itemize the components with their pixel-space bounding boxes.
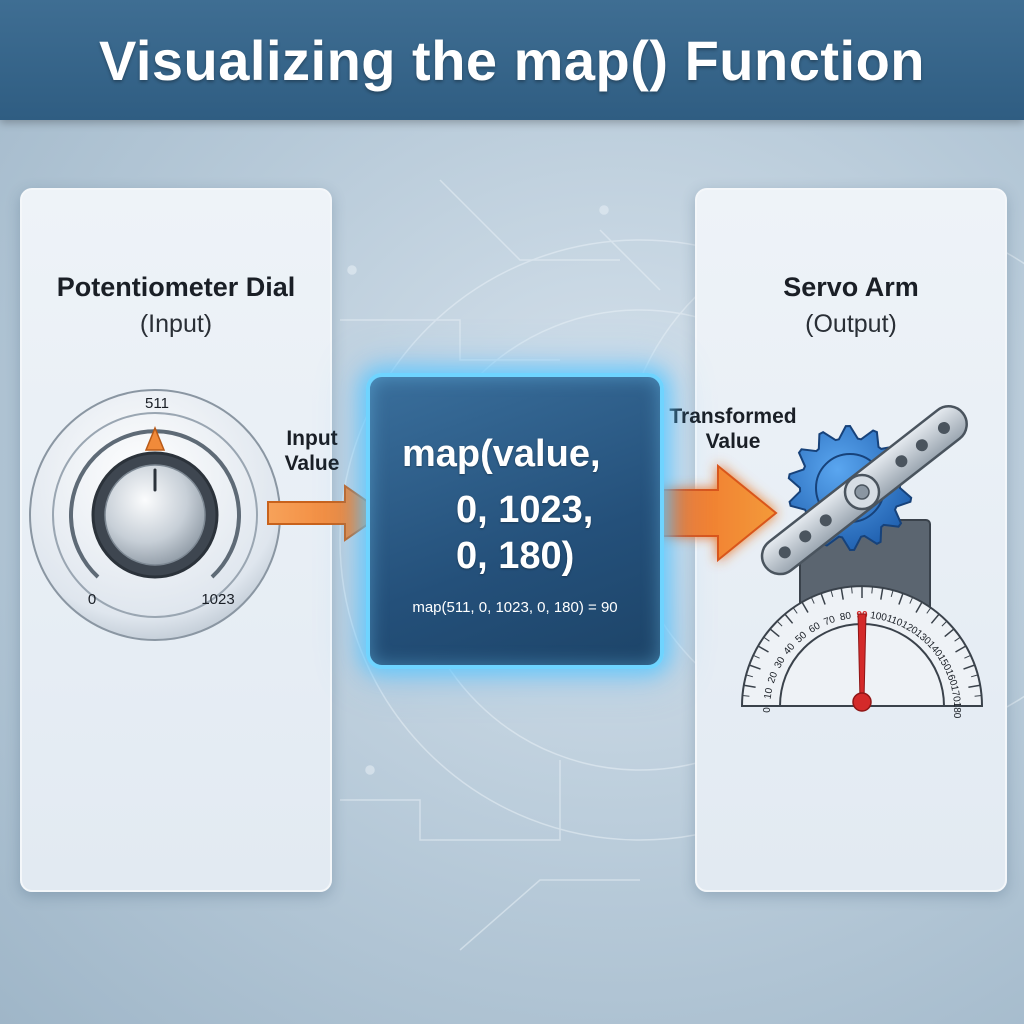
transformed-value-label-line1: Transformed (669, 405, 797, 428)
transformed-value-label-line2: Value (705, 430, 761, 453)
input-value-label-line2: Value (284, 452, 340, 475)
output-panel-title: Servo Arm (783, 272, 919, 302)
input-panel: Potentiometer Dial (Input) (20, 188, 332, 892)
map-example-result: map(511, 0, 1023, 0, 180) = 90 (412, 599, 618, 616)
output-panel: Servo Arm (Output) (695, 188, 1007, 892)
map-code-line1: map(value, (402, 433, 601, 475)
map-function-box: map(value, 0, 1023, 0, 180) map(511, 0, … (366, 373, 664, 669)
transformed-value-label: Transformed Value (648, 404, 818, 454)
title-bar: Visualizing the map() Function (0, 0, 1024, 120)
input-panel-title: Potentiometer Dial (56, 272, 296, 302)
page-title: Visualizing the map() Function (99, 28, 925, 92)
output-panel-subtitle: (Output) (805, 310, 897, 338)
input-value-label-line1: Input (286, 427, 338, 450)
map-code-line2: 0, 1023, (456, 489, 594, 531)
input-value-label: Input Value (272, 426, 352, 476)
input-panel-subtitle: (Input) (139, 310, 213, 338)
map-code-line3: 0, 180) (456, 535, 575, 577)
